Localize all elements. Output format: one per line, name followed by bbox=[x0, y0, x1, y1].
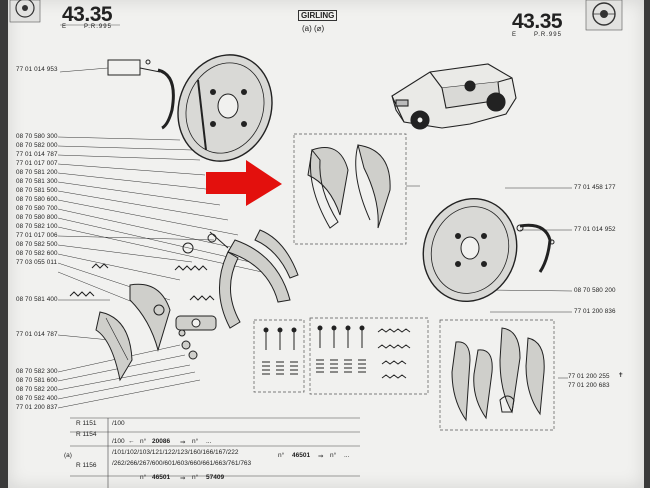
left-ref-item: 08 70 581 300 bbox=[16, 178, 58, 185]
page-sub-e-right: E bbox=[512, 32, 518, 38]
left-ref-item: 08 70 580 300 bbox=[16, 133, 58, 140]
cross-mark: ✝ bbox=[618, 372, 624, 379]
ref-mid-left-b: 77 01 014 787 bbox=[16, 331, 58, 338]
left-ref-item: 77 01 017 006 bbox=[16, 232, 58, 239]
footer-row-c-n: n° bbox=[278, 452, 285, 459]
ref-bottom-left: 08 70 581 600 bbox=[16, 377, 58, 384]
table-rules bbox=[70, 417, 360, 488]
footer-row-d-arrow: ⇒ bbox=[180, 475, 186, 482]
variant-label: (a) (⌀) bbox=[302, 24, 325, 33]
ref-bottom-left: 08 70 582 400 bbox=[16, 395, 58, 402]
footer-row-c-num: 46501 bbox=[292, 452, 311, 459]
ref-right-cylinder: 77 01 014 952 bbox=[574, 226, 616, 233]
wheel-emblem-icon bbox=[9, 0, 41, 23]
footer-row-a-num: 20086 bbox=[152, 438, 171, 445]
ref-bottom-left: 77 01 200 837 bbox=[16, 404, 58, 411]
left-ref-item: 08 70 580 700 bbox=[16, 205, 58, 212]
footer-row-d-num2: 57409 bbox=[206, 474, 225, 481]
return-springs bbox=[69, 231, 229, 301]
pins-springs-group-2 bbox=[316, 325, 411, 379]
page-number-right: 43.35 bbox=[512, 10, 563, 33]
ref-right-kit: 77 01 458 177 bbox=[574, 184, 616, 191]
left-ref-item: 77 01 014 787 bbox=[16, 151, 58, 158]
footer-row-d-n: n° bbox=[140, 474, 147, 481]
left-ref-item: 77 01 017 007 bbox=[16, 160, 58, 167]
footer-r1151: R 1151 bbox=[76, 420, 97, 427]
brake-linings bbox=[451, 327, 545, 422]
footer-models-1: /101/102/103/121/122/123/160/166/167/222 bbox=[112, 449, 239, 456]
page-number-left: 43.35 bbox=[62, 3, 113, 26]
page-sub-ref-right: P.R.995 bbox=[534, 32, 562, 38]
footer-row-a-n: n° bbox=[140, 438, 147, 445]
left-ref-item: 08 70 582 100 bbox=[16, 223, 58, 230]
footer-row-a-n2: n° bbox=[192, 438, 199, 445]
ref-top-left: 77 01 014 953 bbox=[16, 66, 58, 73]
wheel-emblem-icon bbox=[585, 0, 623, 31]
footer-row-a-val: /100 bbox=[112, 438, 125, 445]
brake-backing-plate-right bbox=[422, 197, 518, 303]
footer-r1151-val: /100 bbox=[112, 420, 125, 427]
page-sub-e-left: E bbox=[62, 24, 68, 30]
wheel-cylinder-left bbox=[153, 304, 217, 360]
ref-right-lining-a: 77 01 200 255 bbox=[568, 373, 610, 380]
footer-row-c-n2: n° bbox=[330, 452, 337, 459]
footer-r1154: R 1154 bbox=[76, 431, 97, 438]
left-ref-item: 08 70 580 600 bbox=[16, 196, 58, 203]
footer-row-d-n2: n° bbox=[192, 474, 199, 481]
ref-mid-left-a: 08 70 581 400 bbox=[16, 296, 58, 303]
shoe-kit-box bbox=[293, 133, 407, 245]
left-ref-item: 08 70 582 600 bbox=[16, 250, 58, 257]
brake-backing-plate-left bbox=[177, 54, 273, 162]
page-sub-ref-left: P.R.995 bbox=[84, 24, 112, 30]
leader-lines bbox=[57, 67, 573, 409]
hardware-kit-box bbox=[309, 317, 429, 395]
footer-row-a-tail: ... bbox=[206, 438, 212, 445]
left-ref-item: 08 70 581 500 bbox=[16, 187, 58, 194]
footer-row-d-num: 46501 bbox=[152, 474, 171, 481]
footer-models-2: /262/266/267/600/601/603/660/661/663/761… bbox=[112, 460, 252, 467]
footer-row-c-arrow: ⇒ bbox=[318, 453, 324, 460]
car-illustration bbox=[391, 63, 517, 130]
left-ref-item: 08 70 580 800 bbox=[16, 214, 58, 221]
brake-hose-bracket-right bbox=[516, 223, 555, 273]
pins-box bbox=[253, 319, 305, 393]
ref-right-a: 08 70 580 200 bbox=[574, 287, 616, 294]
left-ref-item: 77 03 055 011 bbox=[16, 259, 58, 266]
footer-row-a-symbol: ← bbox=[128, 438, 135, 445]
ref-right-b: 77 01 200 836 bbox=[574, 308, 616, 315]
ref-bottom-left: 08 70 582 300 bbox=[16, 368, 58, 375]
brand-label: GIRLING bbox=[298, 10, 338, 21]
left-ref-item: 08 70 582 500 bbox=[16, 241, 58, 248]
ref-bottom-left: 08 70 582 200 bbox=[16, 386, 58, 393]
red-arrow-icon bbox=[206, 160, 282, 206]
footer-variant: (a) bbox=[64, 452, 72, 459]
brake-shoe-left-assembly bbox=[95, 229, 299, 382]
left-ref-item: 08 70 582 000 bbox=[16, 142, 58, 149]
pins-springs-group-1 bbox=[262, 327, 298, 375]
footer-row-a-arrow: ⇒ bbox=[180, 439, 186, 446]
footer-r1156: R 1156 bbox=[76, 462, 97, 469]
ref-right-lining-b: 77 01 200 683 bbox=[568, 382, 610, 389]
linings-box bbox=[439, 319, 555, 431]
footer-row-c-tail: ... bbox=[344, 452, 350, 459]
left-ref-item: 08 70 581 200 bbox=[16, 169, 58, 176]
brake-hose-bracket bbox=[107, 59, 175, 130]
shoe-kit-parts bbox=[307, 144, 391, 229]
